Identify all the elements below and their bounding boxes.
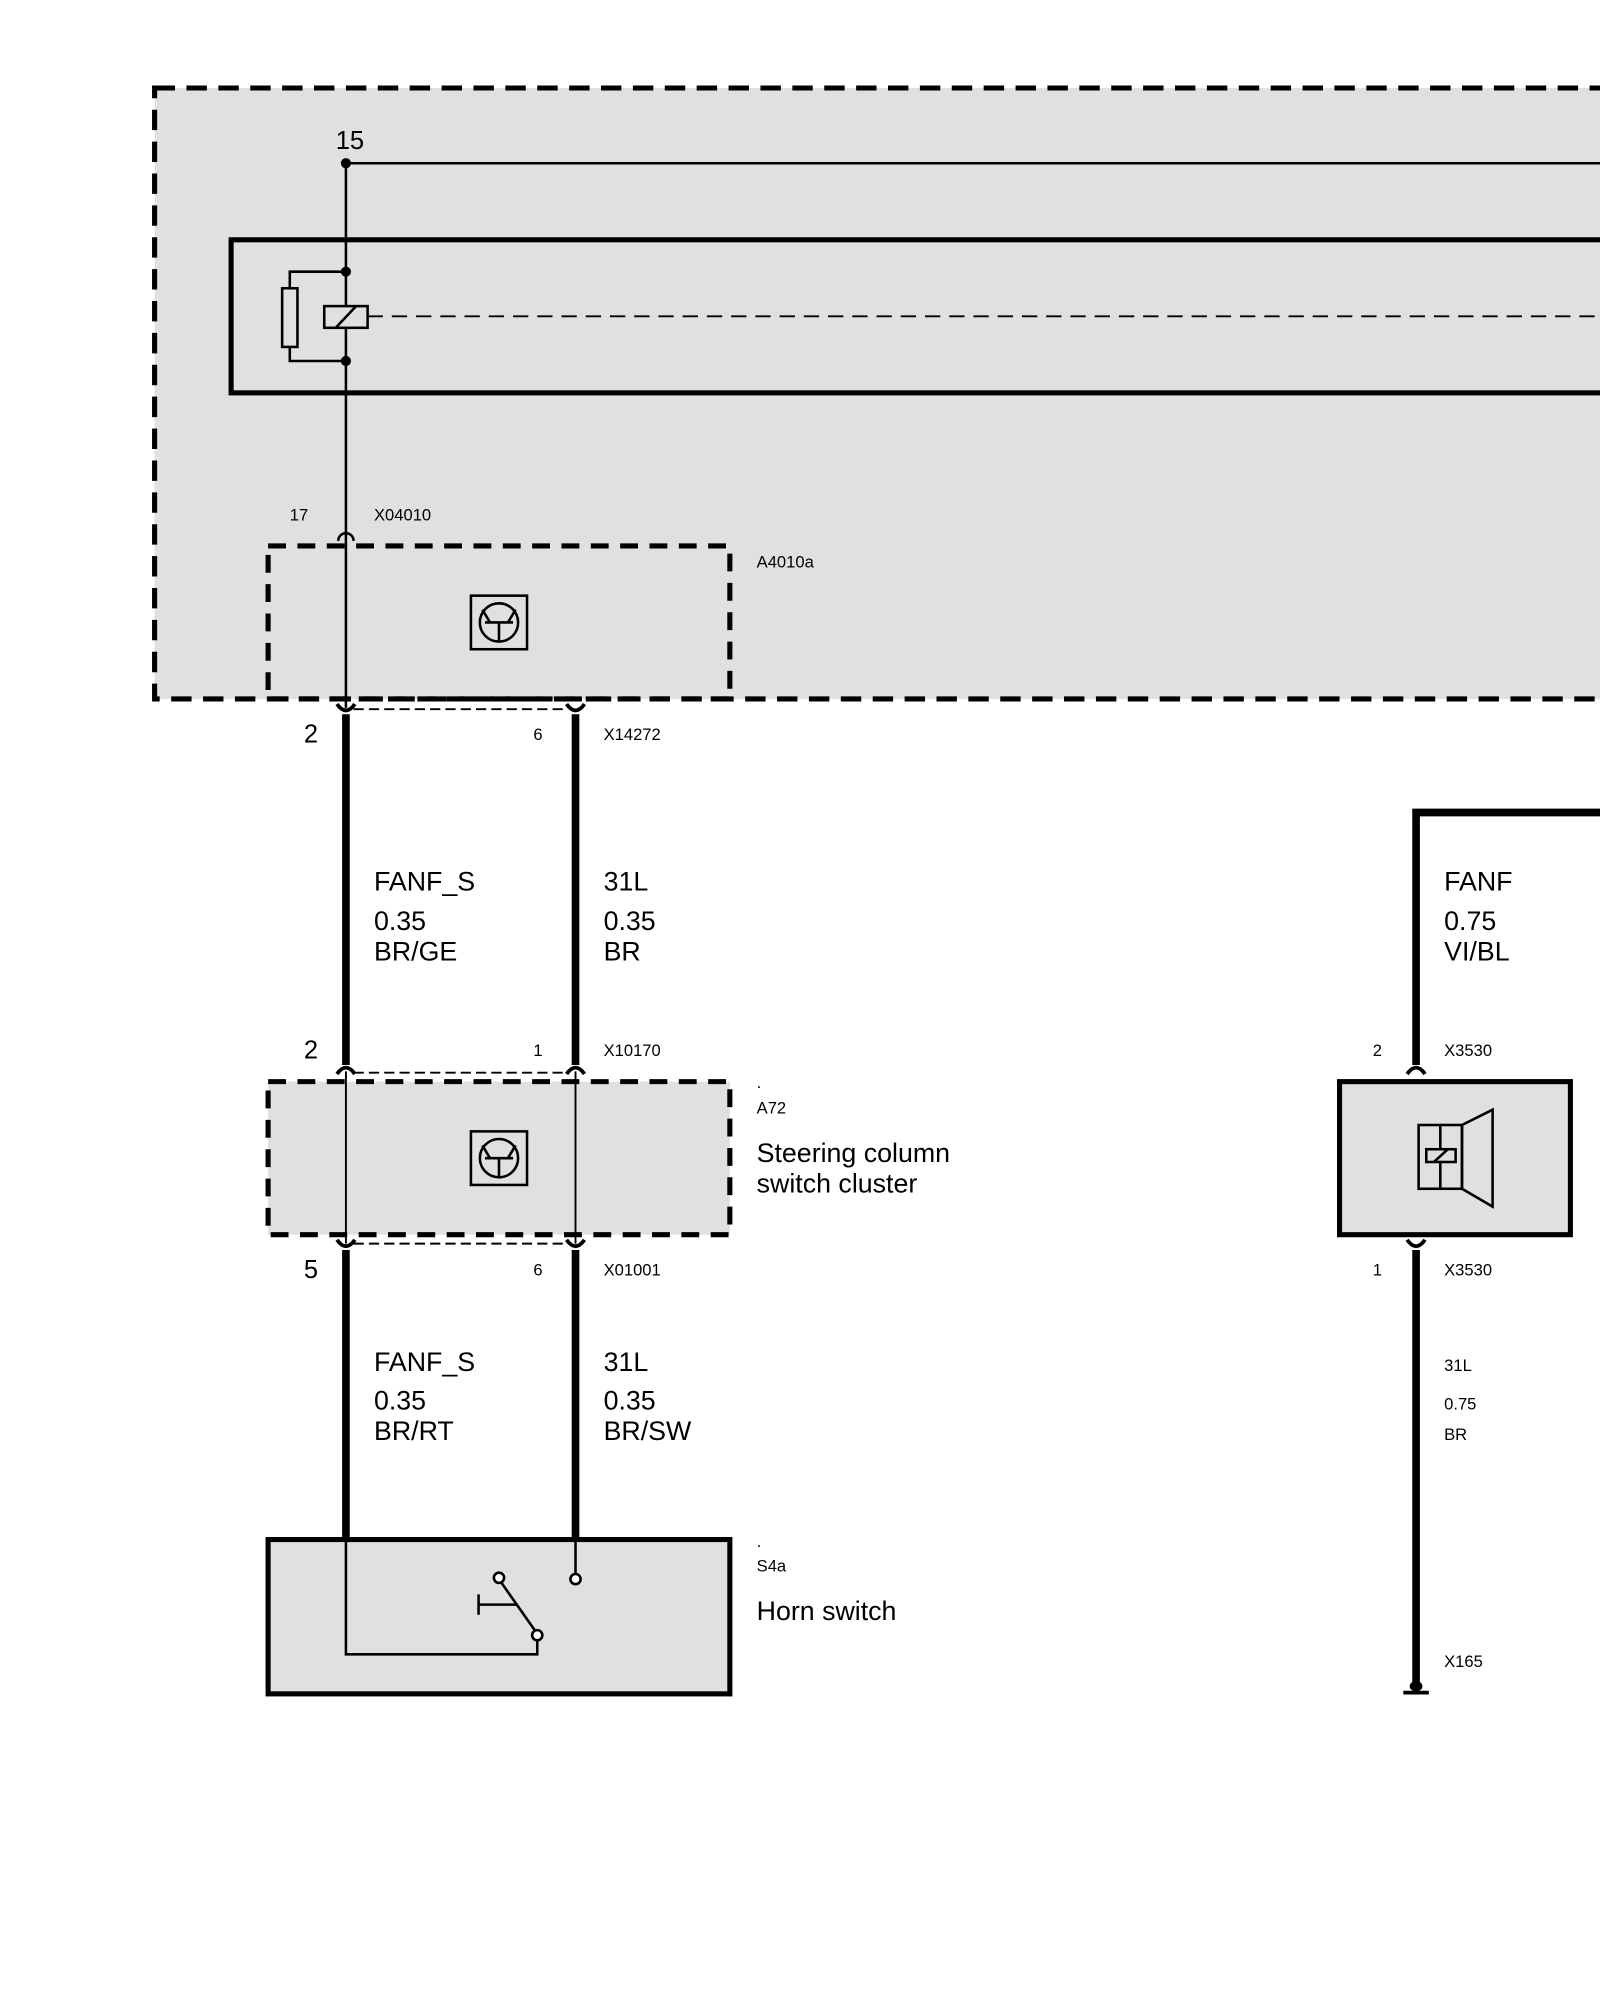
connector-x01001 bbox=[335, 1238, 587, 1249]
connector-x10170 bbox=[335, 1065, 587, 1076]
pin-label: 1 bbox=[1373, 1261, 1382, 1280]
wire-size: 0.35 bbox=[604, 906, 656, 936]
ground-icon bbox=[1403, 1681, 1429, 1695]
a4010a-box bbox=[265, 543, 733, 702]
component-name: Horn switch bbox=[757, 1596, 897, 1626]
wire-signal: FANF_S bbox=[374, 1347, 475, 1377]
push-switch-icon bbox=[344, 1539, 582, 1656]
connector-label: X04010 bbox=[374, 505, 431, 524]
ground-label: X165 bbox=[1444, 1652, 1483, 1671]
connector-label: X10170 bbox=[604, 1041, 661, 1060]
pin-label: 6 bbox=[533, 725, 542, 744]
wire-size: 0.35 bbox=[374, 1385, 426, 1415]
component-name: Steering column bbox=[757, 1138, 950, 1168]
component-dot: . bbox=[757, 1532, 762, 1551]
connector-icon bbox=[1405, 1065, 1427, 1076]
horn-switch-box bbox=[265, 1536, 733, 1697]
pin-label: 2 bbox=[304, 720, 318, 748]
pin-label: 17 bbox=[290, 505, 308, 524]
pin-label: 1 bbox=[533, 1041, 542, 1060]
wire-color: BR bbox=[604, 936, 641, 966]
wire-fanf bbox=[1412, 808, 1600, 1066]
component-name: switch cluster bbox=[757, 1169, 918, 1199]
connector-x14272 bbox=[335, 702, 587, 713]
relay-box bbox=[228, 237, 1600, 396]
transistor-icon bbox=[469, 1130, 529, 1187]
horn-icon bbox=[1417, 1107, 1494, 1209]
wire-signal: 31L bbox=[604, 866, 649, 896]
terminal-15-label: 15 bbox=[336, 127, 364, 155]
resistor-icon bbox=[280, 286, 299, 349]
wire-size: 0.35 bbox=[374, 906, 426, 936]
connector-label: X14272 bbox=[604, 725, 661, 744]
pin-label: 5 bbox=[304, 1256, 318, 1284]
wire-signal: 31L bbox=[1444, 1356, 1472, 1375]
wire-color: BR/SW bbox=[604, 1416, 692, 1446]
connector-icon bbox=[1405, 1238, 1427, 1249]
pin-label: 6 bbox=[533, 1261, 542, 1280]
transistor-icon bbox=[469, 594, 529, 651]
resistor-wire bbox=[288, 270, 346, 289]
wire-signal: FANF bbox=[1444, 866, 1512, 896]
wire-color: BR bbox=[1444, 1425, 1467, 1444]
wire-color: BR/RT bbox=[374, 1416, 454, 1446]
wire-signal: 31L bbox=[604, 1347, 649, 1377]
component-dot: . bbox=[757, 1073, 762, 1092]
component-id: S4a bbox=[757, 1556, 787, 1575]
wire-color: VI/BL bbox=[1444, 936, 1509, 966]
connector-label: X3530 bbox=[1444, 1261, 1492, 1280]
connector-label: X01001 bbox=[604, 1261, 661, 1280]
relay-coil-icon bbox=[322, 304, 369, 330]
connector-label: X3530 bbox=[1444, 1041, 1492, 1060]
wire-size: 0.35 bbox=[604, 1385, 656, 1415]
component-id: A4010a bbox=[757, 553, 815, 572]
pin-label: 2 bbox=[304, 1037, 318, 1065]
component-id: A72 bbox=[757, 1099, 787, 1118]
wire-size: 0.75 bbox=[1444, 906, 1496, 936]
wire-size: 0.75 bbox=[1444, 1394, 1476, 1413]
wire-color: BR/GE bbox=[374, 936, 457, 966]
resistor-wire bbox=[288, 346, 346, 363]
connector-icon bbox=[336, 531, 355, 541]
wire-signal: FANF_S bbox=[374, 866, 475, 896]
pin-label: 2 bbox=[1373, 1041, 1382, 1060]
